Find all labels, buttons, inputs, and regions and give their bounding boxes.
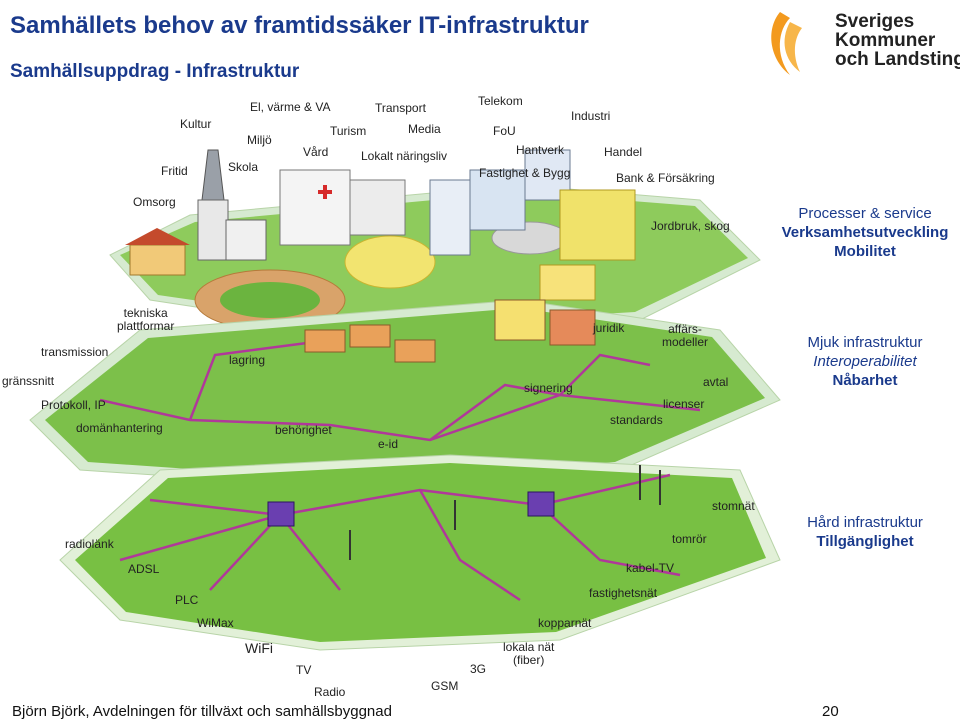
logo-text: Sveriges Kommuner och Landsting: [835, 12, 960, 69]
page-subtitle: Samhällsuppdrag - Infrastruktur: [10, 61, 299, 83]
side-bottom-line1: Hård infrastruktur: [780, 513, 950, 532]
label-media: Media: [408, 122, 441, 136]
theater: [345, 236, 435, 288]
label-turism: Turism: [330, 124, 366, 138]
side-middle-line2: Interoperabilitet: [780, 352, 950, 371]
label-gsm: GSM: [431, 679, 458, 693]
label-licenser: licenser: [663, 397, 704, 411]
side-panel-top: Processer & service Verksamhetsutvecklin…: [772, 204, 958, 261]
label-transport: Transport: [375, 101, 426, 115]
side-middle-line3: Nåbarhet: [780, 371, 950, 390]
label-radio: Radio: [314, 685, 345, 699]
label-lagring: lagring: [229, 353, 265, 367]
label-industri: Industri: [571, 109, 610, 123]
label-hantverk: Hantverk: [516, 143, 564, 157]
label-domanhantering: domänhantering: [76, 421, 163, 435]
label-juridik: juridik: [593, 321, 624, 335]
side-middle-line1: Mjuk infrastruktur: [780, 333, 950, 352]
label-jordbruk-skog: Jordbruk, skog: [651, 219, 730, 233]
label-fastighet-bygg: Fastighet & Bygg: [479, 166, 570, 180]
label-plc: PLC: [175, 593, 198, 607]
label-wifi: WiFi: [245, 640, 273, 656]
label-tomror: tomrör: [672, 532, 707, 546]
label-omsorg: Omsorg: [133, 195, 176, 209]
label-3g: 3G: [470, 662, 486, 676]
side-panel-middle: Mjuk infrastruktur Interoperabilitet Nåb…: [780, 333, 950, 390]
label-vard: Vård: [303, 145, 328, 159]
label-lokalt-naringsliv: Lokalt näringsliv: [361, 149, 447, 163]
side-bottom-line2: Tillgänglighet: [780, 532, 950, 551]
side-top-line2: Verksamhetsutveckling: [772, 223, 958, 242]
label-telekom: Telekom: [478, 94, 523, 108]
label-tekniska-plattformar: tekniska plattformar: [117, 307, 174, 333]
label-standards: standards: [610, 413, 663, 427]
label-kultur: Kultur: [180, 117, 211, 131]
label-gransnitt: gränssnitt: [2, 374, 54, 388]
label-fou: FoU: [493, 124, 516, 138]
label-protokoll-ip: Protokoll, IP: [41, 398, 106, 412]
label-el-varme-va: El, värme & VA: [250, 100, 330, 114]
footer-author: Björn Björk, Avdelningen för tillväxt oc…: [12, 703, 392, 720]
logo-line-2: Kommuner: [835, 31, 960, 50]
label-stomnat: stomnät: [712, 499, 755, 513]
page-number: 20: [822, 703, 839, 720]
label-transmission: transmission: [41, 345, 108, 359]
label-signering: signering: [524, 381, 573, 395]
label-kopparnat: kopparnät: [538, 616, 591, 630]
logo-line-1: Sveriges: [835, 12, 960, 31]
hospital: [280, 170, 405, 245]
label-adsl: ADSL: [128, 562, 159, 576]
label-kabel-tv: kabel-TV: [626, 561, 674, 575]
label-skola: Skola: [228, 160, 258, 174]
skl-logo: [771, 12, 802, 75]
label-fritid: Fritid: [161, 164, 188, 178]
bottom-layer: [60, 455, 780, 650]
label-fastighetsnat: fastighetsnät: [589, 586, 657, 600]
label-behorighet: behörighet: [275, 423, 332, 437]
label-lokala-nat: lokala nät (fiber): [503, 641, 554, 667]
label-bank-forsakring: Bank & Försäkring: [616, 171, 715, 185]
label-affarsmodeller: affärs- modeller: [662, 323, 708, 349]
logo-line-3: och Landsting: [835, 50, 960, 69]
label-avtal: avtal: [703, 375, 728, 389]
side-panel-bottom: Hård infrastruktur Tillgänglighet: [780, 513, 950, 551]
label-wimax: WiMax: [197, 616, 234, 630]
side-top-line1: Processer & service: [772, 204, 958, 223]
stadium-field: [220, 282, 320, 318]
label-tv: TV: [296, 663, 311, 677]
label-radiolank: radiolänk: [65, 537, 114, 551]
label-miljo: Miljö: [247, 133, 272, 147]
side-top-line3: Mobilitet: [772, 242, 958, 261]
label-handel: Handel: [604, 145, 642, 159]
label-e-id: e-id: [378, 437, 398, 451]
page-title: Samhällets behov av framtidssäker IT-inf…: [10, 12, 589, 40]
